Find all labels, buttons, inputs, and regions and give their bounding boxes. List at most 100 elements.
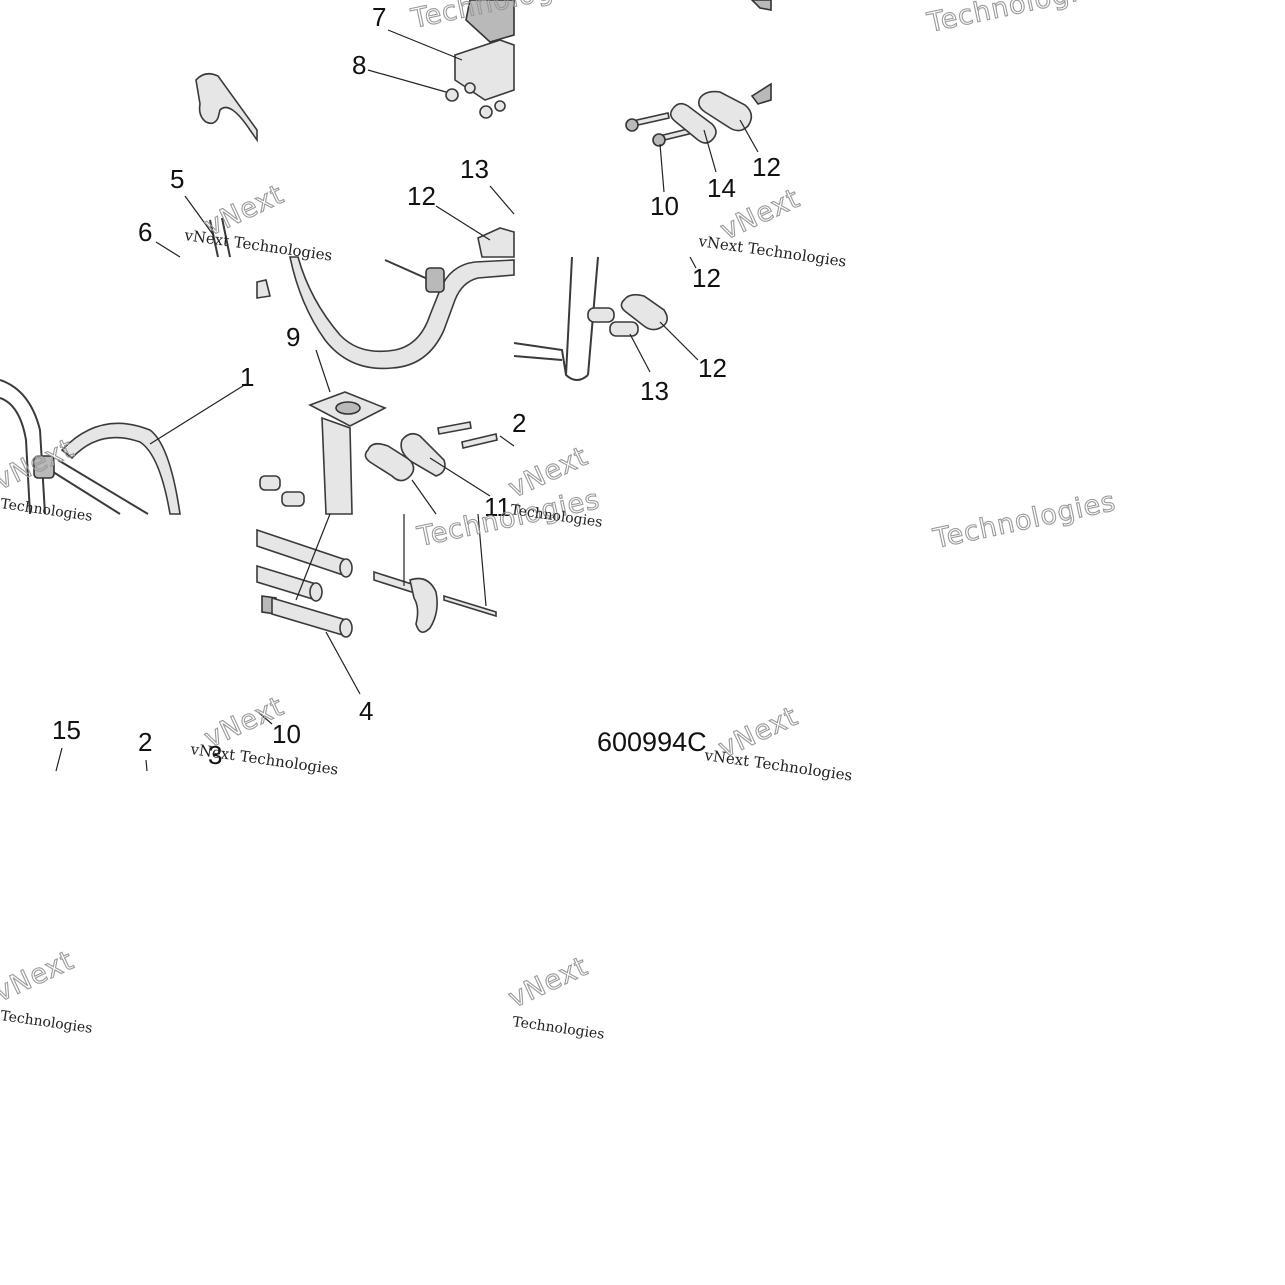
- tab: [256, 279, 271, 299]
- frame-post: [565, 256, 573, 376]
- clamp-11: [364, 442, 415, 482]
- watermark-technologies-small: Technologies: [0, 496, 93, 525]
- leader: [739, 119, 759, 153]
- tile-bottom-center: [256, 528, 497, 638]
- callout-12-top-right: 12: [752, 152, 781, 182]
- cable-strand: [221, 217, 231, 258]
- spacer: [259, 475, 281, 491]
- leader: [429, 457, 491, 497]
- watermark-brand-line: vNext Technologies: [188, 740, 339, 779]
- leader: [435, 205, 491, 241]
- frame-rail: [49, 469, 121, 515]
- shift-lever: [409, 577, 438, 633]
- bar-clamp: [425, 267, 445, 293]
- callout-13: 13: [460, 154, 489, 184]
- callout-12-mid: 12: [692, 263, 721, 293]
- handlebar: [289, 256, 515, 370]
- leader: [477, 513, 487, 607]
- callout-11: 11: [484, 492, 511, 522]
- clamp-top: [465, 0, 515, 43]
- tube-end: [309, 582, 323, 602]
- callout-2: 2: [512, 408, 526, 438]
- leader: [257, 711, 273, 725]
- frame-rail: [57, 459, 149, 515]
- leader: [315, 349, 331, 393]
- tile-mid-left: [0, 279, 271, 515]
- tile-masks: [771, 0, 1285, 1285]
- frame-base: [513, 342, 589, 381]
- cable-strand: [209, 219, 219, 258]
- leader: [145, 759, 148, 772]
- tube: [256, 528, 347, 578]
- callout-10-bottom: 10: [272, 719, 301, 749]
- callout-2-bottom: 2: [138, 727, 152, 757]
- leader: [184, 195, 215, 237]
- watermark-technologies-small: Technologies: [0, 1008, 93, 1037]
- bar-rail: [384, 259, 431, 281]
- leader: [149, 383, 247, 445]
- callout-4: 4: [359, 696, 373, 726]
- watermark-vnext: vNext: [504, 951, 593, 1015]
- tube-4: [271, 596, 347, 638]
- leader: [499, 435, 515, 447]
- figure-id: 600994C: [597, 727, 707, 757]
- watermark-vnext: vNext: [0, 945, 79, 1009]
- leader: [659, 321, 699, 361]
- leader-lines: [55, 29, 759, 772]
- clamp-12-lower: [620, 293, 668, 331]
- leader: [629, 333, 651, 373]
- tile-top-left: [195, 72, 258, 258]
- callout-13-right: 13: [640, 376, 669, 406]
- bolt: [437, 421, 472, 435]
- frame-tube: [0, 379, 46, 515]
- tube-end: [339, 558, 353, 578]
- leader: [325, 631, 361, 695]
- tube-end: [339, 618, 353, 638]
- watermark-brand-line: vNext Technologies: [182, 226, 333, 265]
- callout-12-right: 12: [698, 353, 727, 383]
- leader: [367, 69, 447, 93]
- watermark-technologies-small: Technologies: [511, 1014, 605, 1043]
- leader: [387, 29, 463, 61]
- bracket-right: [750, 82, 772, 105]
- nut: [494, 100, 506, 112]
- callout-3: 3: [208, 740, 222, 770]
- bolt: [461, 433, 498, 449]
- watermark-vnext: vNext: [0, 433, 79, 497]
- clamp-12-right: [698, 90, 753, 132]
- bolt-head: [625, 118, 639, 132]
- callout-8: 8: [352, 50, 366, 80]
- callout-5: 5: [170, 164, 184, 194]
- nut: [445, 88, 459, 102]
- leader: [411, 479, 437, 515]
- leader: [689, 256, 697, 269]
- spacer-13: [609, 321, 639, 337]
- brake-lever-part: [195, 72, 258, 143]
- nut: [464, 82, 476, 94]
- callout-10: 10: [650, 191, 679, 221]
- frame-tube: [0, 397, 31, 515]
- callout-1: 1: [240, 362, 254, 392]
- mount-hole: [335, 401, 361, 415]
- callout-12: 12: [407, 181, 436, 211]
- leader: [295, 513, 331, 601]
- tile-top-center: [445, 0, 515, 258]
- frame-base: [513, 355, 563, 361]
- mount-column: [321, 416, 353, 515]
- tile-mid-right: [513, 256, 668, 381]
- spacer-13: [587, 307, 615, 323]
- callout-7: 7: [372, 2, 386, 32]
- leader: [489, 185, 515, 215]
- tile-top-right: [625, 0, 772, 147]
- pin-10: [443, 594, 497, 618]
- leader: [659, 143, 665, 193]
- leader: [55, 747, 63, 772]
- clamp-12: [477, 227, 515, 258]
- nut: [479, 105, 493, 119]
- clamp-block-7: [454, 39, 515, 101]
- bolt-head: [652, 133, 666, 147]
- leader: [155, 241, 181, 258]
- tile-mid-center: [259, 256, 515, 515]
- callout-15: 15: [52, 715, 81, 745]
